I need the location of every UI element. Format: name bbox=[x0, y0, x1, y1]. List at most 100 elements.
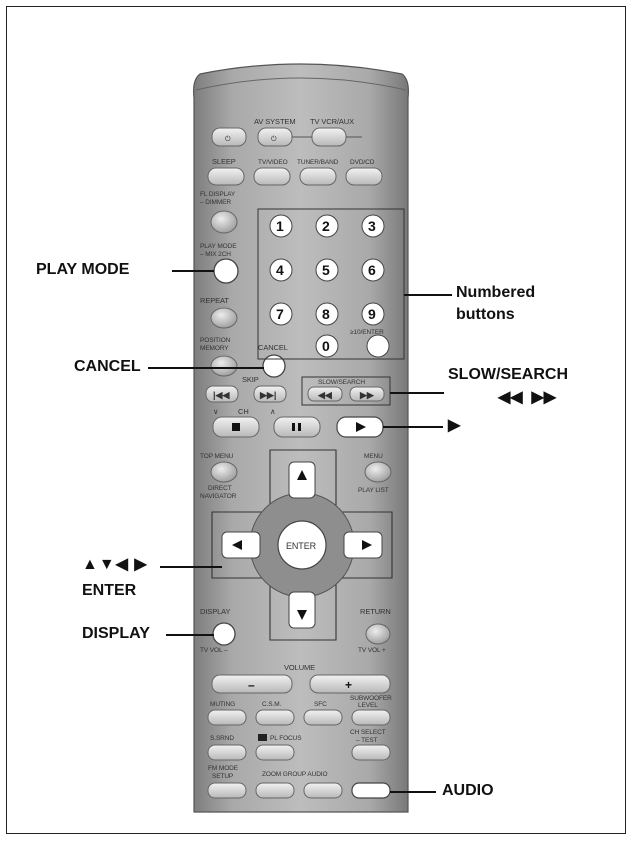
pl-focus-button[interactable] bbox=[255, 744, 295, 761]
label-tv-video: TV/VIDEO bbox=[258, 159, 288, 166]
callout-play-mode: PLAY MODE bbox=[36, 261, 130, 278]
fl-display-button[interactable] bbox=[210, 210, 238, 234]
callout-numbered-line1: Numbered bbox=[456, 284, 536, 301]
group-button[interactable] bbox=[303, 782, 343, 799]
label-pl-focus: PL FOCUS bbox=[270, 735, 302, 742]
digit-label: 3 bbox=[368, 218, 376, 234]
repeat-button[interactable] bbox=[210, 307, 238, 329]
label-tv-vol-plus: TV VOL + bbox=[358, 647, 386, 654]
label-muting: MUTING bbox=[210, 701, 235, 708]
cancel-button[interactable] bbox=[262, 354, 286, 378]
position-memory-button[interactable] bbox=[210, 355, 238, 377]
s-srnd-button[interactable] bbox=[207, 744, 247, 761]
menu-button[interactable] bbox=[364, 461, 392, 483]
pause-button[interactable] bbox=[273, 416, 321, 438]
digit-button-8[interactable] bbox=[315, 302, 339, 326]
label-dvd-cd: DVD/CD bbox=[350, 159, 375, 166]
label-enter: ENTER bbox=[286, 541, 317, 551]
power-icon: ⏻ bbox=[225, 135, 231, 143]
label-skip: SKIP bbox=[242, 375, 259, 384]
label-csm: C.S.M. bbox=[262, 701, 282, 708]
audio-button[interactable] bbox=[351, 782, 391, 799]
callout-line-audio bbox=[390, 791, 436, 793]
digit-button-1[interactable] bbox=[269, 214, 293, 238]
label-return: RETURN bbox=[360, 607, 391, 616]
digit-button-6[interactable] bbox=[361, 258, 385, 282]
slow-search-box bbox=[301, 376, 391, 406]
digit-label: 2 bbox=[322, 218, 330, 234]
fm-mode-setup-button[interactable] bbox=[207, 782, 247, 799]
subwoofer-level-button[interactable] bbox=[351, 709, 391, 726]
digit-label: 8 bbox=[322, 306, 330, 322]
digit-button-4[interactable] bbox=[269, 258, 293, 282]
remote-body bbox=[193, 63, 409, 813]
zoom-button[interactable] bbox=[255, 782, 295, 799]
tuner-band-button[interactable] bbox=[299, 167, 337, 186]
muting-button[interactable] bbox=[207, 709, 247, 726]
digit-label: 5 bbox=[322, 262, 330, 278]
callout-line-display bbox=[166, 634, 214, 636]
display-button[interactable] bbox=[212, 622, 236, 646]
digit-button-3[interactable] bbox=[361, 214, 385, 238]
remote-top-edge bbox=[195, 77, 407, 91]
digit-label: 6 bbox=[368, 262, 376, 278]
plus-label: + bbox=[345, 678, 352, 692]
label-tv-vcr-aux: TV VCR/AUX bbox=[310, 117, 354, 126]
top-menu-button[interactable] bbox=[210, 461, 238, 483]
label-subwoofer: SUBWOOFER bbox=[350, 695, 392, 702]
digit-button-9[interactable] bbox=[361, 302, 385, 326]
label-ten-enter: ≥10/ENTER bbox=[350, 329, 384, 336]
label-direct: DIRECT bbox=[208, 485, 232, 492]
tv-video-button[interactable] bbox=[253, 167, 291, 186]
label-navigator: NAVIGATOR bbox=[200, 493, 237, 500]
ch-select-test-button[interactable] bbox=[351, 744, 391, 761]
digit-button-7[interactable] bbox=[269, 302, 293, 326]
dolby-icon bbox=[258, 734, 267, 741]
skip-back-button[interactable] bbox=[205, 385, 239, 403]
label-s-srnd: S.SRND bbox=[210, 735, 234, 742]
power-icon: ⏻ bbox=[271, 135, 277, 143]
digit-label: 4 bbox=[276, 262, 284, 278]
slow-search-forward-button[interactable] bbox=[349, 386, 385, 402]
label-display: DISPLAY bbox=[200, 607, 231, 616]
ten-enter-button[interactable] bbox=[366, 334, 390, 358]
tv-vcr-aux-button[interactable] bbox=[311, 127, 347, 147]
left-arrow-icon bbox=[232, 540, 242, 550]
label-play-mode: PLAY MODE bbox=[200, 243, 237, 250]
digit-button-0[interactable] bbox=[315, 334, 339, 358]
label-setup: SETUP bbox=[212, 773, 233, 780]
digit-button-2[interactable] bbox=[315, 214, 339, 238]
label-ch-select: CH SELECT bbox=[350, 729, 386, 736]
label-fm-mode: FM MODE bbox=[208, 765, 239, 772]
ch-up-icon: ∧ bbox=[270, 407, 275, 416]
skip-forward-icon: ▶▶| bbox=[259, 390, 276, 400]
slow-search-back-button[interactable] bbox=[307, 386, 343, 402]
enter-button[interactable] bbox=[277, 520, 327, 570]
skip-forward-button[interactable] bbox=[253, 385, 287, 403]
label-tuner-band: TUNER/BAND bbox=[297, 159, 339, 166]
label-menu: MENU bbox=[364, 453, 383, 460]
callout-line-numbered bbox=[404, 294, 452, 296]
label-memory: MEMORY bbox=[200, 345, 229, 352]
digit-button-5[interactable] bbox=[315, 258, 339, 282]
return-button[interactable] bbox=[365, 623, 391, 645]
label-mix-2ch: – MIX 2CH bbox=[200, 251, 231, 258]
volume-down-button[interactable] bbox=[211, 674, 293, 694]
play-mode-button[interactable] bbox=[213, 258, 239, 284]
csm-button[interactable] bbox=[255, 709, 295, 726]
sleep-button[interactable] bbox=[207, 167, 245, 186]
label-sleep: SLEEP bbox=[212, 157, 236, 166]
power-button[interactable] bbox=[211, 127, 247, 147]
label-fl-display: FL DISPLAY bbox=[200, 191, 236, 198]
up-arrow-icon bbox=[297, 470, 307, 480]
volume-up-button[interactable] bbox=[309, 674, 391, 694]
label-ch: CH bbox=[238, 407, 249, 416]
callout-line-play-mode bbox=[172, 270, 214, 272]
sfc-button[interactable] bbox=[303, 709, 343, 726]
dvd-cd-button[interactable] bbox=[345, 167, 383, 186]
callout-arrows: ▲▼◀ ▶ bbox=[82, 556, 148, 573]
callout-cancel: CANCEL bbox=[74, 358, 141, 375]
down-arrow-icon bbox=[297, 610, 307, 620]
callout-line-arrows bbox=[160, 566, 222, 568]
digit-label: 0 bbox=[322, 338, 330, 354]
